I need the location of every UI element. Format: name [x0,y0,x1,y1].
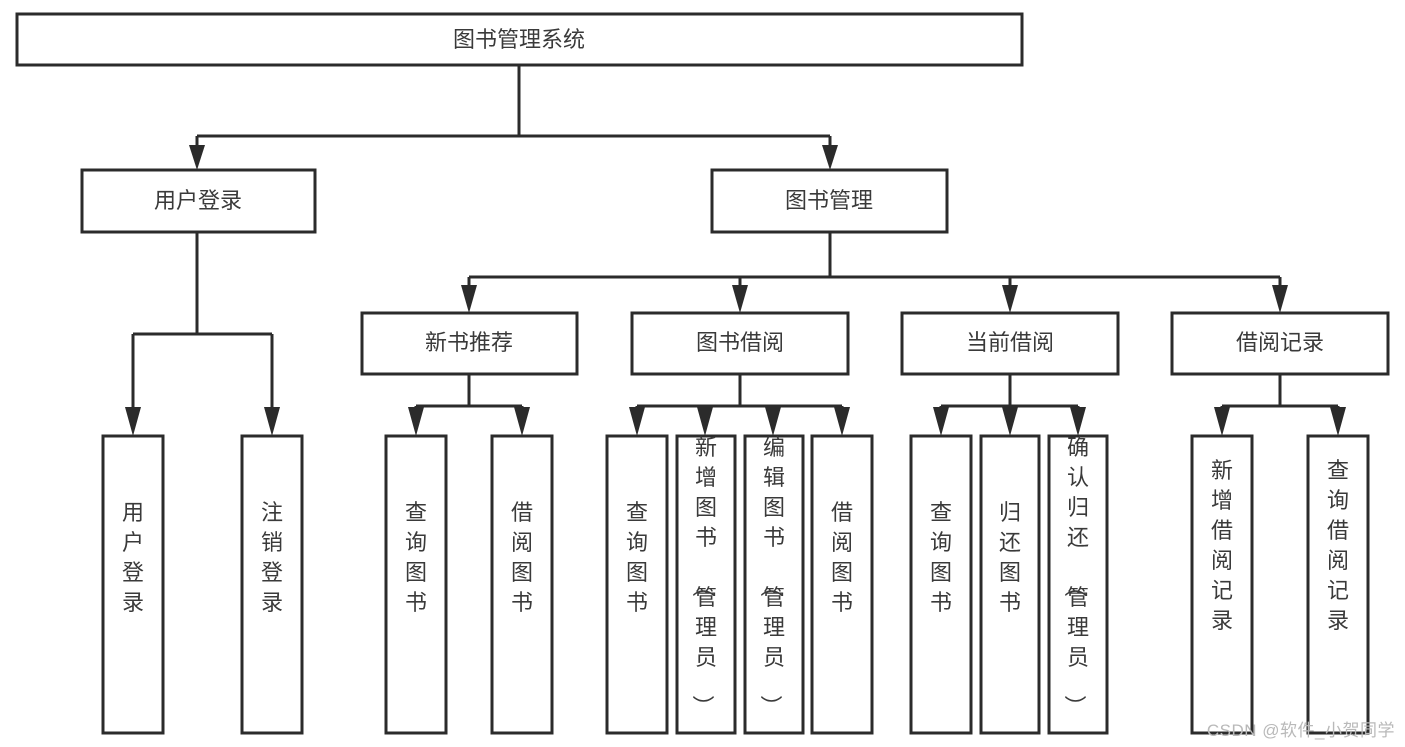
node-book-management-label: 图书管理 [785,188,873,213]
arrow-head-leaf-bb-0 [629,407,645,436]
node-current-borrow-label: 当前借阅 [966,330,1054,355]
leaf-label: 借阅图书 [831,500,853,615]
leaf-label: 查询图书 [626,500,648,615]
leaf-rect [384,434,448,735]
leaf-node-book-borrow-2[interactable]: 编辑图书（管理员） [743,434,805,735]
leaf-node-borrow-record-1[interactable]: 查询借阅记录 [1306,434,1370,735]
arrow-head-user-login [189,145,205,170]
node-book-management-rect [710,168,949,234]
arrow-head-leaf-nbr-0 [408,407,424,436]
leaf-node-book-borrow-3[interactable]: 借阅图书 [810,434,874,735]
arrow-head-leaf-cb-1 [1002,407,1018,436]
node-borrow-record-label: 借阅记录 [1236,330,1324,355]
arrow-head-borrow-record [1272,285,1288,313]
connector-group-book-borrow [629,374,850,436]
connector-group-root [189,65,838,170]
node-borrow-record-rect [1170,311,1390,376]
leaf-rect [490,434,554,735]
leaf-label: 查询图书 [405,500,427,615]
leaf-rect [1047,434,1109,735]
leaf-label: 借阅图书 [511,500,533,615]
arrow-head-leaf-bb-2 [765,407,781,436]
leaf-rect [810,434,874,735]
leaf-label: 归还图书 [999,500,1021,615]
leaf-rect [240,434,304,735]
arrow-head-book-borrow [732,285,748,313]
leaf-rect [979,434,1041,735]
node-current-borrow[interactable]: 当前借阅 [900,311,1120,376]
leaf-node-current-borrow-1[interactable]: 归还图书 [979,434,1041,735]
arrow-head-leaf-bb-1 [697,407,713,436]
leaf-node-borrow-record-0[interactable]: 新增借阅记录 [1190,434,1254,735]
node-current-borrow-rect [900,311,1120,376]
node-book-borrow-label: 图书借阅 [696,330,784,355]
node-root-system[interactable]: 图书管理系统 [15,12,1024,67]
arrow-head-leaf-cb-2 [1070,407,1086,436]
node-borrow-record[interactable]: 借阅记录 [1170,311,1390,376]
leaf-label: 查询图书 [930,500,952,615]
leaf-rect [909,434,973,735]
leaf-label: 查询借阅记录 [1327,458,1349,633]
leaf-rect [1306,434,1370,735]
leaf-node-book-borrow-0[interactable]: 查询图书 [605,434,669,735]
node-new-book-recommend[interactable]: 新书推荐 [360,311,579,376]
leaf-node-current-borrow-2[interactable]: 确认归还（管理员） [1047,434,1109,735]
connector-group-current-borrow [933,374,1086,436]
leaf-node-new-book-recommend-1[interactable]: 借阅图书 [490,434,554,735]
leaf-node-user-login-1[interactable]: 注销登录 [240,434,304,735]
leaf-rect [675,434,737,735]
arrow-head-leaf-br-1 [1330,407,1346,436]
node-book-management[interactable]: 图书管理 [710,168,949,234]
arrow-head-leaf-bb-3 [834,407,850,436]
leaf-rect [743,434,805,735]
node-user-login[interactable]: 用户登录 [80,168,317,234]
connector-group-new-book-recommend [408,374,530,436]
leaf-node-new-book-recommend-0[interactable]: 查询图书 [384,434,448,735]
connector-group-book-mgmt [461,232,1288,313]
leaf-label: 新增图书（管理员） [690,435,717,717]
leaf-label: 注销登录 [261,500,283,615]
node-root-label: 图书管理系统 [453,27,585,52]
leaf-label: 用户登录 [122,500,144,615]
leaf-rect [605,434,669,735]
connector-group-borrow-record [1214,374,1346,436]
node-root-rect [15,12,1024,67]
node-book-borrow-rect [630,311,850,376]
node-user-login-label: 用户登录 [154,188,242,213]
leaf-label: 编辑图书（管理员） [758,435,785,717]
arrow-head-leaf-cb-0 [933,407,949,436]
arrow-head-book-mgmt [822,145,838,170]
leaf-node-user-login-0[interactable]: 用户登录 [101,434,165,735]
node-user-login-rect [80,168,317,234]
node-new-book-recommend-rect [360,311,579,376]
leaf-label: 确认归还（管理员） [1062,435,1089,717]
leaf-rect [1190,434,1254,735]
connector-group-user-login [125,232,280,436]
arrow-head-leaf-nbr-1 [514,407,530,436]
arrow-head-current-borrow [1002,285,1018,313]
arrow-head-new-book-recommend [461,285,477,313]
node-new-book-recommend-label: 新书推荐 [425,330,513,355]
arrow-head-leaf-user-login-1 [264,407,280,436]
leaf-label: 新增借阅记录 [1211,458,1233,633]
leaf-node-current-borrow-0[interactable]: 查询图书 [909,434,973,735]
leaf-rect [101,434,165,735]
leaf-node-book-borrow-1[interactable]: 新增图书（管理员） [675,434,737,735]
node-book-borrow[interactable]: 图书借阅 [630,311,850,376]
arrow-head-leaf-user-login-0 [125,407,141,436]
arrow-head-leaf-br-0 [1214,407,1230,436]
